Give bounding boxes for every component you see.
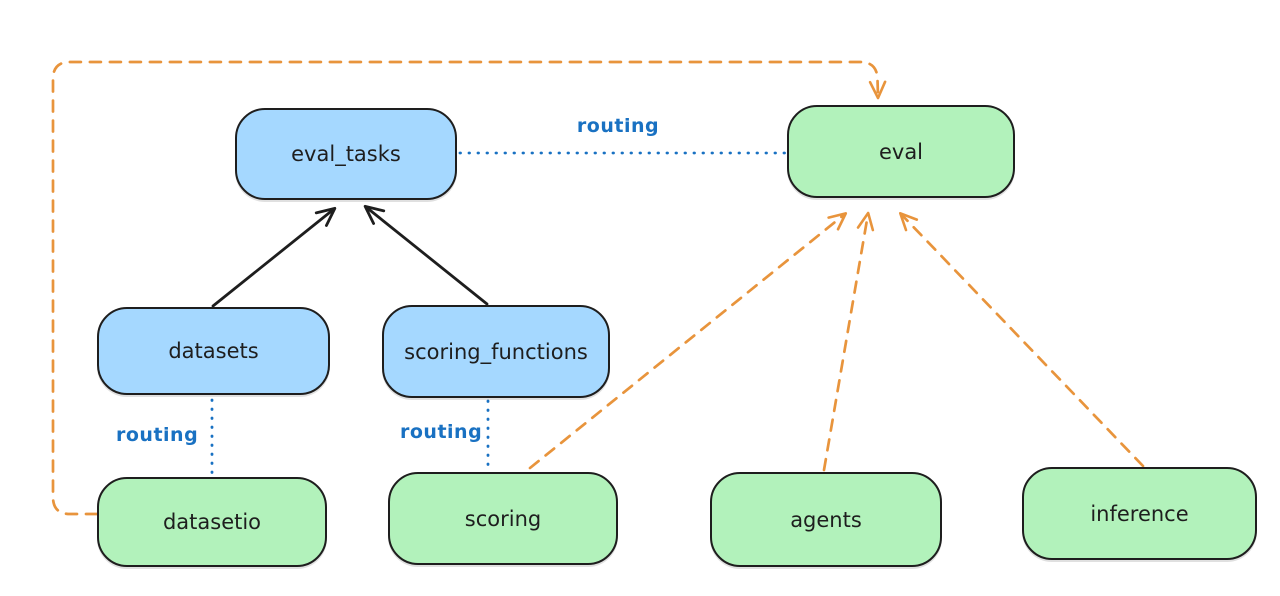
node-inference-label: inference <box>1090 501 1189 526</box>
node-scoring-functions-label: scoring_functions <box>404 339 588 364</box>
edge-inference-to-eval <box>899 211 1145 468</box>
edge-datasets-to-eval-tasks <box>211 206 337 308</box>
edge-label-routing-datasets-datasetio: routing <box>116 424 199 446</box>
node-datasets: datasets <box>97 307 330 395</box>
node-eval-tasks: eval_tasks <box>235 108 457 200</box>
node-agents-label: agents <box>790 507 862 532</box>
node-scoring-functions: scoring_functions <box>382 305 610 398</box>
node-eval: eval <box>787 105 1015 198</box>
node-inference: inference <box>1022 467 1257 560</box>
edge-agents-to-eval <box>822 211 875 472</box>
node-scoring: scoring <box>388 472 618 565</box>
edge-scoring-functions-to-eval-tasks <box>363 204 489 306</box>
node-datasetio: datasetio <box>97 477 327 567</box>
edge-datasetio-to-eval <box>51 60 887 516</box>
node-agents: agents <box>710 472 942 567</box>
node-eval-label: eval <box>878 139 924 164</box>
node-datasetio-label: datasetio <box>162 510 262 534</box>
edge-label-routing-scoring-functions-scoring: routing <box>400 421 483 443</box>
node-eval-tasks-label: eval_tasks <box>291 142 401 166</box>
edge-label-routing-eval-tasks-eval: routing <box>576 115 660 137</box>
node-scoring-label: scoring <box>464 506 542 531</box>
edge-scoring-to-eval <box>528 212 848 470</box>
node-datasets-label: datasets <box>168 339 259 363</box>
